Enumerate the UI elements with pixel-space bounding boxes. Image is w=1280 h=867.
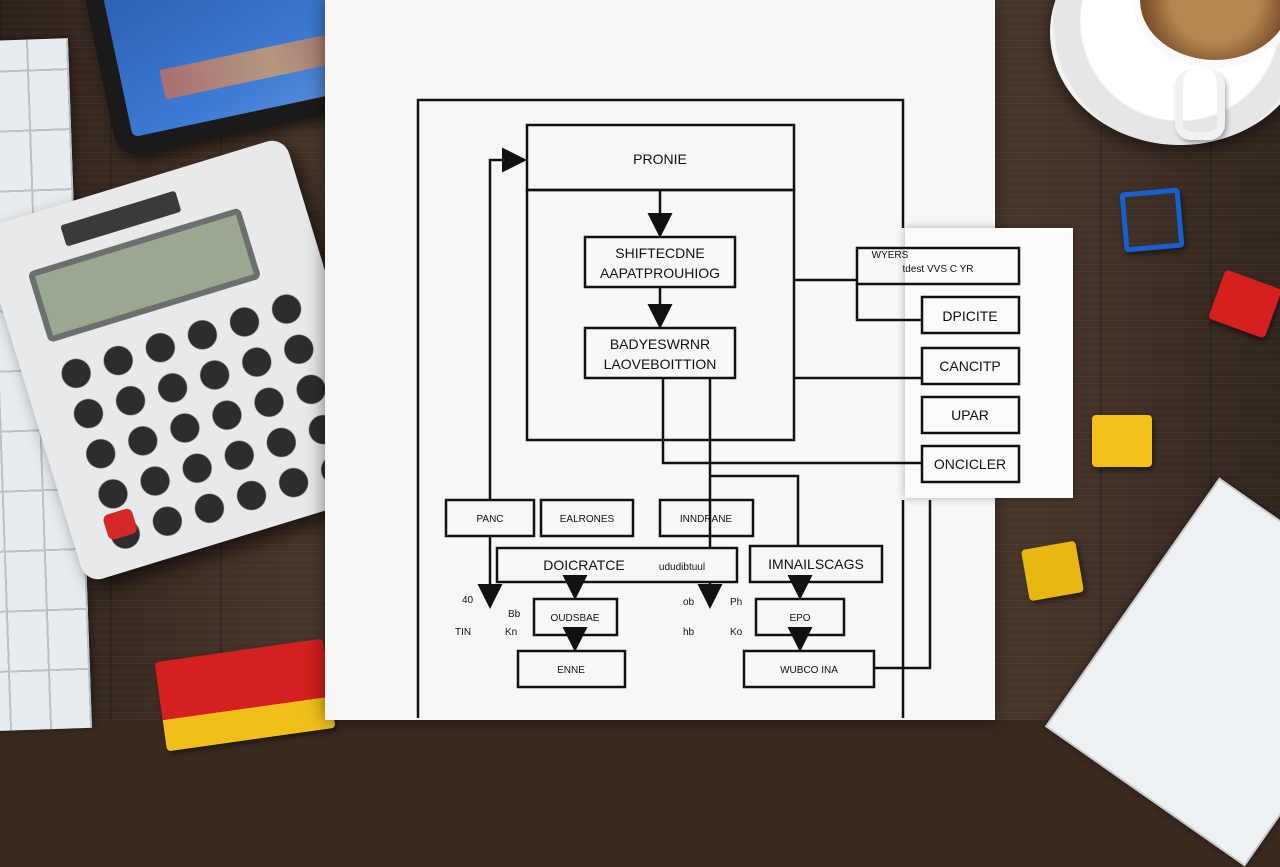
bottom-left-2-label: ENNE — [557, 665, 585, 676]
tiny-label-5: ob — [683, 597, 695, 608]
process-box-2-line-1: BADYESWRNR — [610, 336, 710, 352]
tiny-label-3: Bb — [508, 609, 521, 620]
bottom-left-box-label: OUDSBAE — [551, 613, 600, 624]
right-box-label: IMNAILSCAGS — [768, 556, 864, 572]
side-box-3-label: CANCITP — [939, 358, 1000, 374]
process-box-1-line-2: AAPATPROUHIOG — [600, 265, 720, 281]
row-box-1-label: PANC — [476, 514, 503, 525]
bottom-right-2-label: WUBCO INA — [780, 665, 838, 676]
row-box-3-label: INNDRANE — [680, 514, 733, 525]
wide-box-sub: ududibtuul — [659, 562, 705, 573]
side-box-5-label: ONCICLER — [934, 456, 1006, 472]
bottom-right-box-label: EPO — [789, 613, 810, 624]
process-box-2-line-2: LAOVEBOITTION — [604, 356, 717, 372]
row-box-2-label: EALRONES — [560, 514, 615, 525]
tiny-label-8: Ko — [730, 627, 743, 638]
tiny-label-2: TIN — [455, 627, 471, 638]
wide-box-label: DOICRATCE — [543, 557, 624, 573]
paper-sheet — [325, 0, 995, 720]
cup-handle — [1175, 70, 1225, 140]
title-box-label: PRONIE — [633, 151, 687, 167]
side-box-1-label: WYERS — [872, 250, 909, 261]
process-box-1-line-1: SHIFTECDNE — [615, 245, 704, 261]
side-box-4-label: UPAR — [951, 407, 989, 423]
tiny-label-7: Ph — [730, 597, 742, 608]
flowchart-diagram: PRONIE SHIFTECDNE AAPATPROUHIOG BADYESWR… — [416, 98, 1021, 718]
tiny-label-6: hb — [683, 627, 695, 638]
side-box-2-label: DPICITE — [942, 308, 997, 324]
yellow-toy-brick — [1092, 415, 1152, 467]
side-box-1-sub: tdest VVS C YR — [903, 264, 974, 275]
tiny-label-1: 40 — [462, 595, 474, 606]
paper-sheet-overlay — [905, 228, 1073, 498]
tiny-label-4: Kn — [505, 627, 517, 638]
